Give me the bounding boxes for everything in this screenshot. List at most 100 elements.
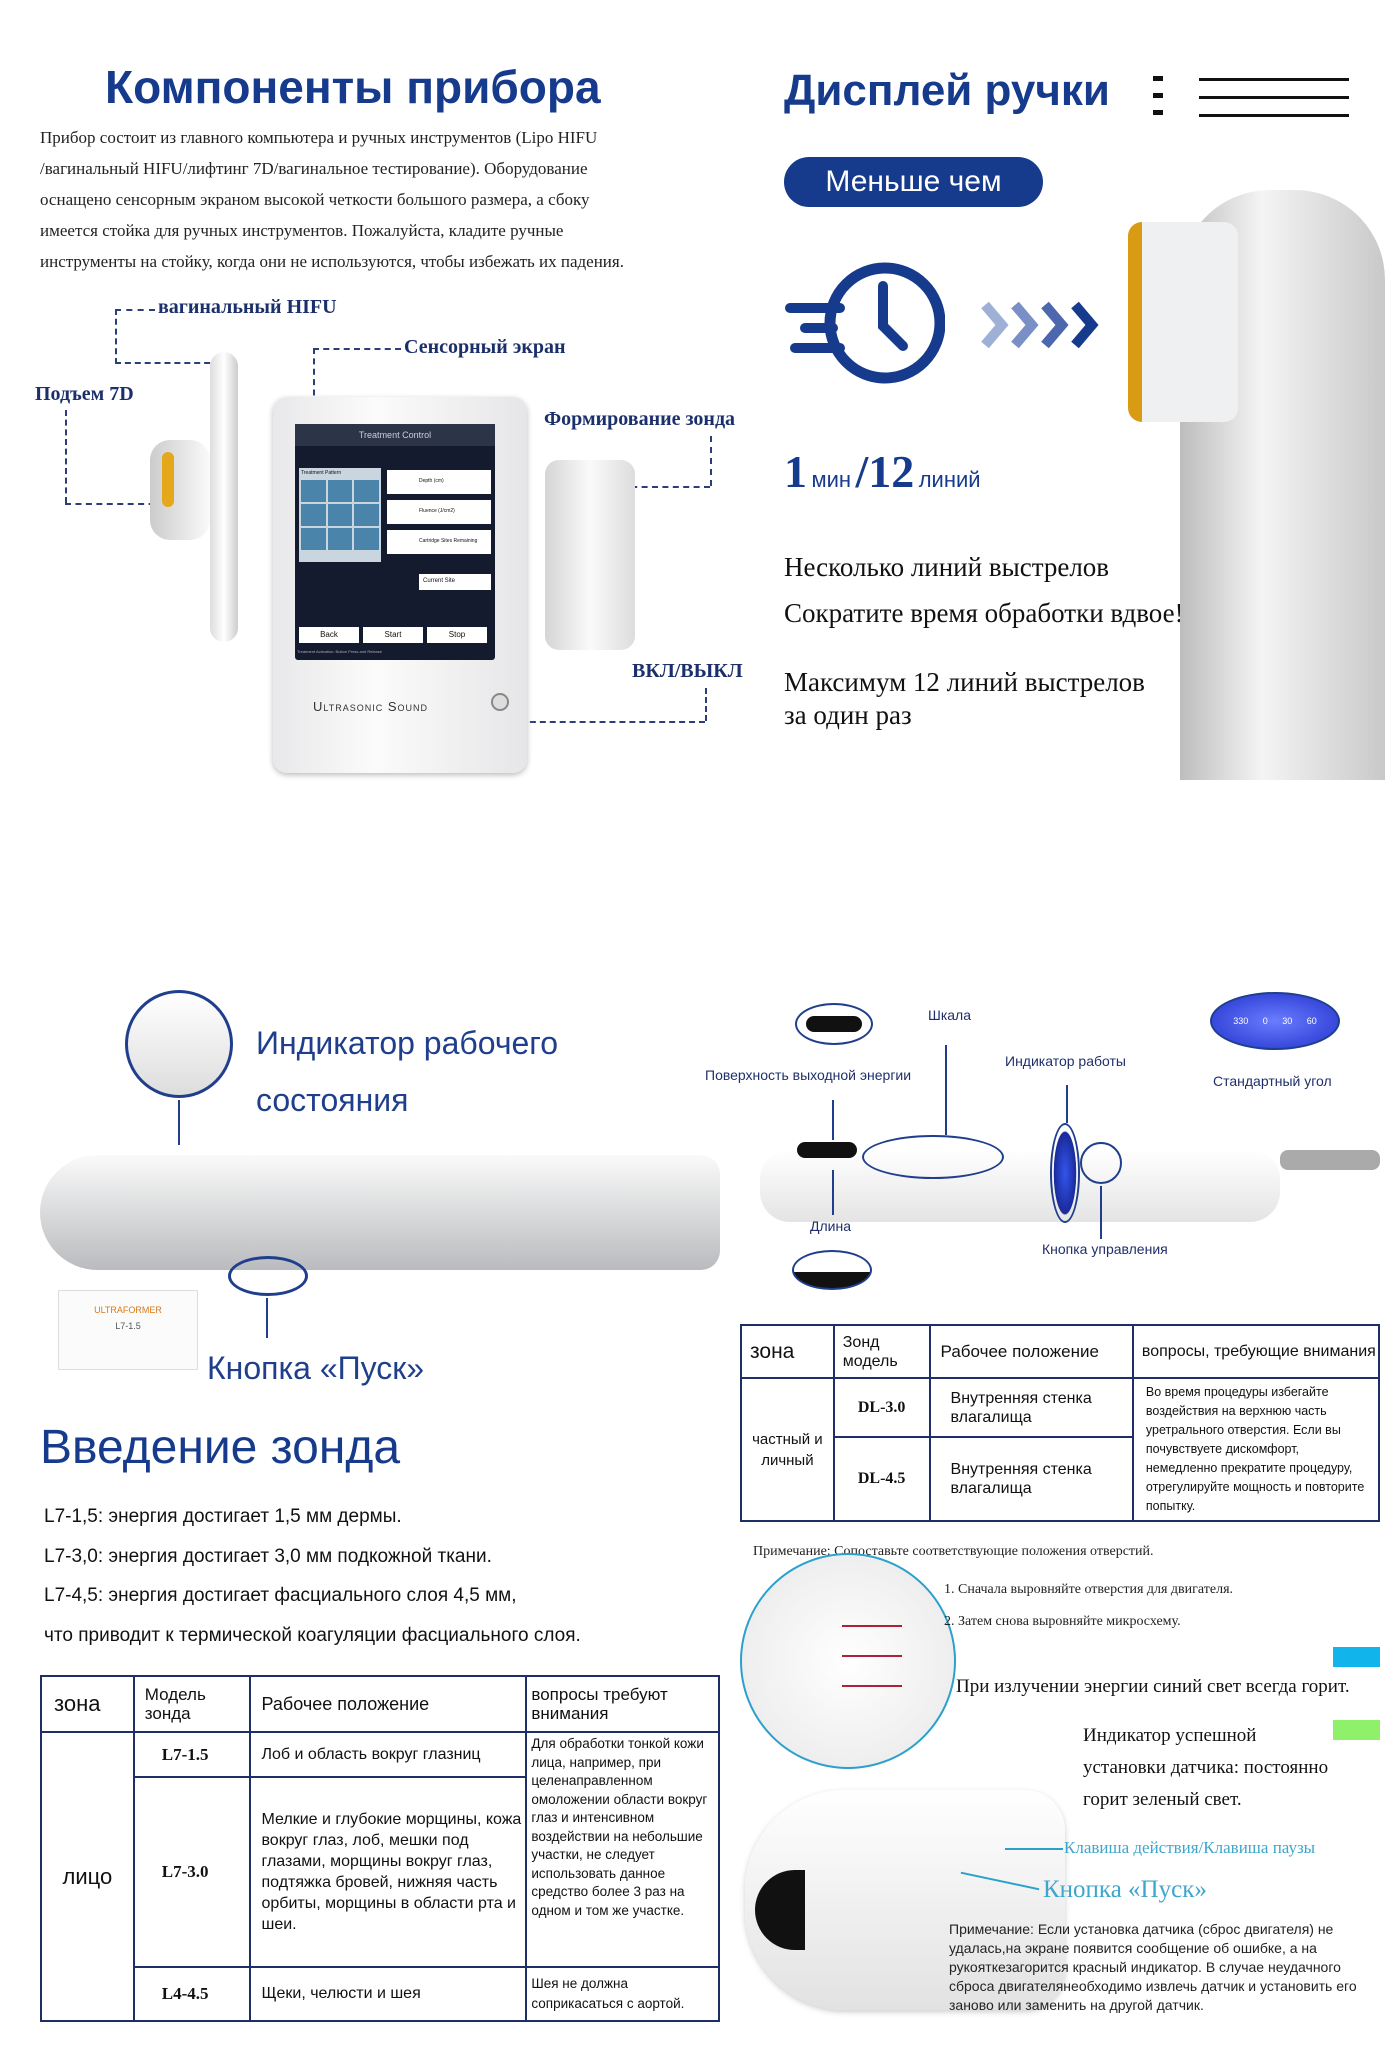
components-description: Прибор состоит из главного компьютера и … [40,122,740,277]
label-probe: Формирование зонда [544,408,736,430]
stat-min-unit: мин [811,467,852,492]
back-button[interactable]: Back [299,627,359,643]
table-row: лицо L7-1.5 Лоб и область вокруг глазниц… [40,1731,720,2022]
desc-line: оснащено сенсорным экраном высокой четко… [40,190,590,209]
col-header: вопросы, требующие внимания [1131,1324,1381,1379]
col-header: вопросы требуют внимания [525,1675,720,1733]
label-power: ВКЛ/ВЫКЛ [632,660,743,682]
desc-line: инструменты на стойку, когда они не испо… [40,252,624,271]
stat-minutes: 1 [784,446,807,497]
label-touch-screen: Сенсорный экран [404,336,566,358]
ultraformer-handpiece [40,1155,720,1270]
power-button[interactable] [491,693,509,711]
label-surface: Поверхность выходной энергии [705,1067,912,1083]
probe-line: L7-1,5: энергия достигает 1,5 мм дермы. [44,1506,402,1527]
angle-zoom-circle: 330 0 30 60 [1210,992,1340,1050]
lift-7d-handpiece [150,440,210,540]
label-angle: Стандартный угол [1213,1073,1332,1089]
desc-line: имеется стойка для ручных инструментов. … [40,221,564,240]
install-step-2: 2. Затем снова выровняйте микросхему. [944,1614,1181,1629]
model-cell: L4-4.5 [132,1966,252,2022]
feature-line-1: Несколько линий выстрелов [784,552,1110,582]
model-cell: L7-1.5 [132,1731,252,1778]
label-scale: Шкала [928,1007,972,1023]
label-lift-7d: Подъем 7D [35,383,134,405]
desc-line: /вагинальный HIFU/лифтинг 7D/вагинальное… [40,159,588,178]
label-vaginal-hifu: вагинальный HIFU [158,296,337,318]
col-header: Зонд модель [832,1324,931,1379]
col-header: зона [740,1324,835,1379]
green-line: установки датчика: постоянно [1083,1757,1329,1778]
action-pause-key-label: Клавиша действия/Клавиша паузы [1064,1838,1316,1857]
treatment-pattern-grid[interactable]: Treatment Pattern [299,468,381,562]
lines-per-minute-stat: 1 мин /12 линий [784,445,981,498]
brand-logo: Ultrasonic Sound [313,699,429,714]
note-cell: Шея не должна соприкасаться с аортой. [525,1966,720,2022]
cartridge-window [1128,222,1238,422]
probe-handpiece [545,460,635,650]
probe-line: что приводит к термической коагуляции фа… [44,1624,581,1646]
model-cell: DL-3.0 [832,1377,931,1438]
fluence-field[interactable]: Fluence (J/cm2) [387,500,491,524]
green-light-text: Индикатор успешной установки датчика: по… [1083,1720,1328,1816]
length-zoom-circle [792,1250,872,1290]
probe-intro-title: Введение зонда [40,1421,401,1474]
screen-title: Treatment Control [295,424,495,446]
install-start-button-label: Кнопка «Пуск» [1043,1876,1207,1903]
note-cell: Для обработки тонкой кожи лица, например… [525,1731,720,1968]
position-cell: Внутренняя стенка влагалища [928,1436,1134,1522]
angle-tick: 60 [1306,1016,1317,1026]
probe-line: L7-4,5: энергия достигает фасциального с… [44,1585,517,1606]
start-button[interactable]: Start [363,627,423,643]
work-indicator-ring [1050,1123,1080,1223]
zone-cell: лицо [40,1731,135,2022]
start-button-circle [228,1256,308,1296]
cartridge-model: L7-1.5 [115,1321,141,1331]
position-cell: Щеки, челюсти и шея [249,1966,528,2022]
col-header: Модель зонда [132,1675,252,1733]
label-work-indicator: Индикатор работы [1005,1053,1126,1069]
face-table: зона Модель зонда Рабочее положение вопр… [40,1675,720,2022]
green-line: Индикатор успешной [1083,1725,1257,1746]
depth-field[interactable]: Depth (cm) [387,470,491,494]
current-site-field[interactable]: Current Site [419,574,491,590]
col-header: зона [40,1675,135,1733]
vaginal-probe-image [760,1150,1280,1222]
chevrons-right-icon [981,301,1099,349]
angle-tick: 0 [1262,1016,1268,1026]
cartridge: ULTRAFORMER L7-1.5 [58,1290,198,1370]
table-row: L7-3.0 Мелкие и глубокие морщины, кожа в… [41,1776,719,1968]
probe-intro-lines: L7-1,5: энергия достигает 1,5 мм дермы. … [44,1497,581,1655]
scale-circle [862,1135,1004,1179]
green-line: горит зеленый свет. [1083,1789,1242,1810]
fast-clock-icon [785,262,945,384]
feature-line-4: за один раз [784,700,912,730]
note-cell: Во время процедуры избегайте воздействия… [1131,1377,1381,1522]
feature-line-3: Максимум 12 линий выстрелов [784,667,1145,697]
table-row: DL-4.5 Внутренняя стенка влагалища [741,1436,1379,1522]
cartridge-field[interactable]: Cartridge Sites Remaining [387,530,491,554]
pattern-label: Treatment Pattern [301,470,342,476]
angle-tick: 30 [1282,1016,1293,1026]
zone-cell: частный и личный [740,1377,835,1522]
model-cell: DL-4.5 [832,1436,931,1522]
model-cell: L7-3.0 [132,1776,252,1968]
handle-display-title: Дисплей ручки [784,66,1110,115]
indicator-title-1: Индикатор рабочего [256,1025,559,1061]
less-than-pill: Меньше чем [784,157,1043,207]
feature-line-2: Сократите время обработки вдвое! [784,598,1184,628]
components-title: Компоненты прибора [105,61,601,113]
cartridge-brand: ULTRAFORMER [94,1305,162,1315]
blue-light-text: При излучении энергии синий свет всегда … [956,1676,1350,1697]
white-handpiece-image [745,1790,1065,2010]
stat-lines-unit: линий [918,467,981,492]
stop-button[interactable]: Stop [427,627,487,643]
screen-footer: Treatment Activation: Button Press and R… [297,649,383,654]
angle-tick: 330 [1233,1016,1249,1026]
stat-lines: /12 [855,446,915,497]
indicator-zoom-circle [125,990,233,1098]
vaginal-handpiece [210,352,238,642]
touch-screen: Treatment Control Treatment Pattern Dept… [295,424,495,660]
desc-line: Прибор состоит из главного компьютера и … [40,128,598,147]
label-control: Кнопка управления [1042,1241,1168,1257]
